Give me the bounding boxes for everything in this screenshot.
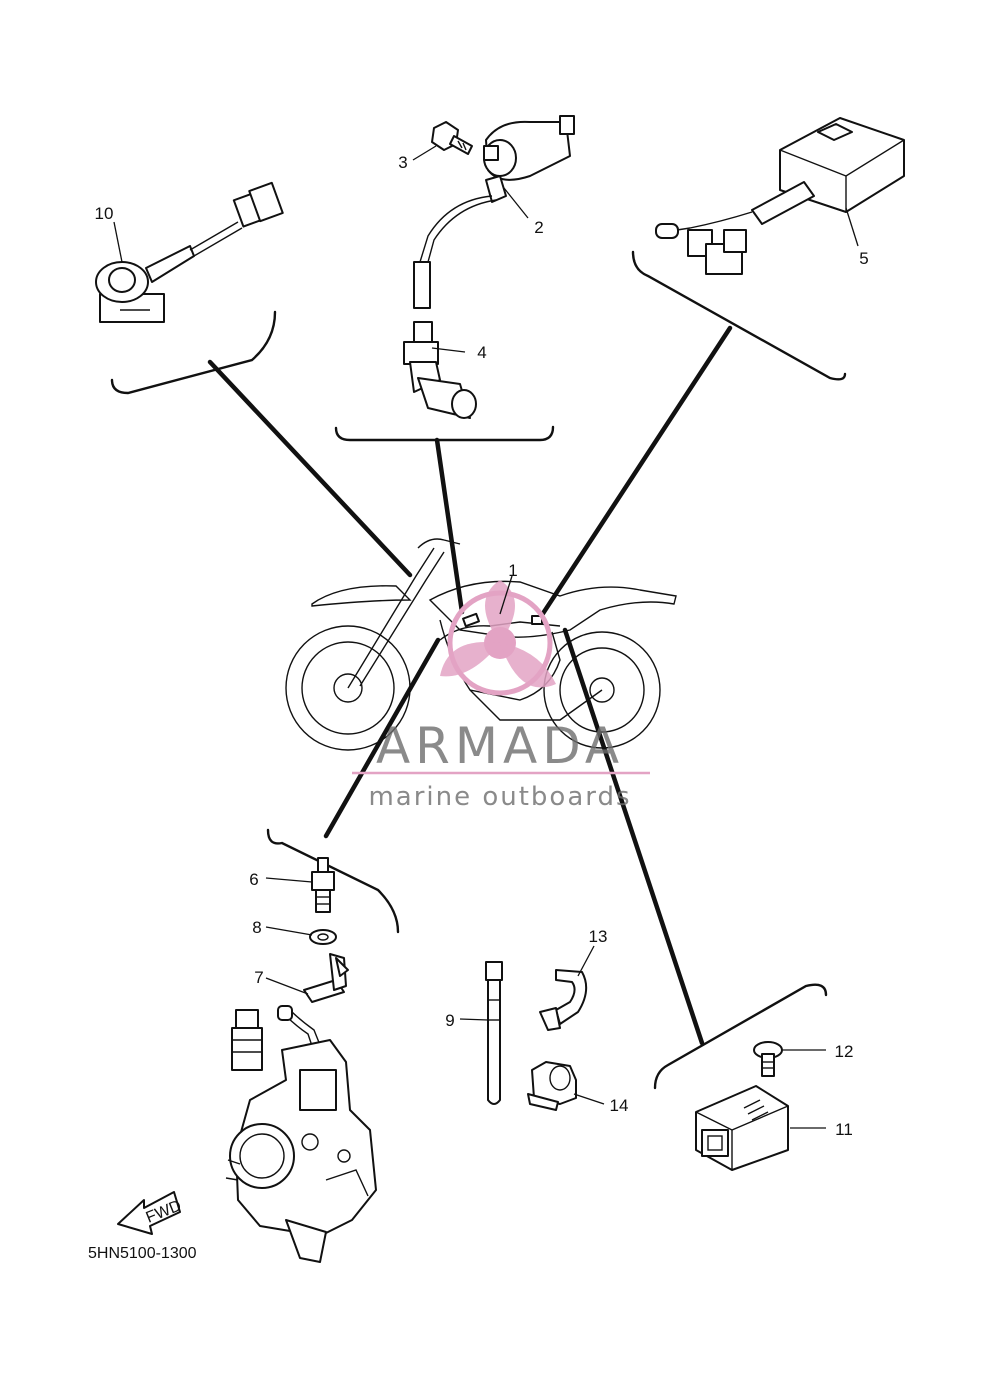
- plug-cap-4-drawing: [403, 321, 477, 419]
- nipple-6-drawing: [311, 857, 335, 913]
- callout-numbers: 1 2 3 4 5 6 7 8 9 10 11 12 13 14: [95, 153, 869, 1139]
- callout-11: 11: [835, 1120, 853, 1139]
- bolt-3-drawing: [431, 121, 473, 155]
- callout-5: 5: [859, 249, 868, 268]
- watermark-brand-text: ARMADA: [376, 717, 624, 775]
- bracket-rectifier: [653, 983, 828, 1090]
- tie-head: [485, 961, 503, 981]
- bracket-ignition: [334, 425, 555, 442]
- nipple-hex: [311, 871, 335, 891]
- holder-14-drawing: [527, 1061, 577, 1111]
- ignition-coil-2-drawing: [413, 115, 575, 309]
- callout-12: 12: [835, 1042, 854, 1061]
- callout-4: 4: [477, 343, 486, 362]
- bracket-sensor: [110, 310, 277, 395]
- leader-lines: [207, 325, 733, 1046]
- watermark-logo: [440, 580, 556, 696]
- callout-14: 14: [610, 1096, 629, 1115]
- callout-3: 3: [398, 153, 407, 172]
- callout-2: 2: [534, 218, 543, 237]
- leader-line-2: [434, 437, 465, 615]
- fwd-arrow-icon: [117, 1191, 181, 1235]
- callout-8: 8: [252, 918, 261, 937]
- rectifier-connector: [701, 1129, 729, 1157]
- carburetor-drawing: [225, 1005, 377, 1263]
- body-panels: [428, 580, 677, 638]
- rear-wheel: [543, 631, 661, 749]
- callout-13: 13: [589, 927, 608, 946]
- bracket-7-drawing: [303, 953, 349, 1003]
- bracket-carb: [266, 828, 400, 934]
- callout-10: 10: [95, 204, 114, 223]
- rectifier-11-drawing: [695, 1085, 789, 1171]
- fwd-arrow: FWD: [117, 1191, 184, 1235]
- carb-top-fitting: [235, 1009, 259, 1029]
- rectifier-body: [695, 1085, 789, 1171]
- cdi-unit-5-drawing: [655, 117, 905, 275]
- leader-line-carb: [323, 637, 441, 839]
- leader-line-5: [537, 325, 733, 621]
- leader-line-10: [207, 359, 413, 578]
- diagram-reference-code: 5HN5100-1300: [88, 1245, 197, 1262]
- bolt-12-drawing: [753, 1041, 783, 1077]
- carb-drain: [285, 1219, 327, 1263]
- clamp-body: [555, 969, 588, 1025]
- callout-7: 7: [254, 968, 263, 987]
- bracket-cdi: [631, 250, 847, 381]
- washer-8-drawing: [309, 929, 337, 945]
- leader-line-11: [562, 627, 705, 1046]
- callout-1: 1: [508, 561, 517, 580]
- cable-tie-9-drawing: [485, 961, 503, 1105]
- clamp-13-drawing: [539, 969, 588, 1031]
- watermark-tagline-text: marine outboards: [368, 782, 631, 812]
- sensor-10-drawing: [95, 181, 284, 323]
- front-wheel: [285, 625, 411, 751]
- callout-9: 9: [445, 1011, 454, 1030]
- cdi-body: [779, 117, 905, 213]
- callout-leaders: [113, 145, 859, 1129]
- group-brackets: [110, 250, 847, 1090]
- plug-lead: [413, 261, 431, 309]
- front-fender: [311, 585, 412, 607]
- callout-6: 6: [249, 870, 258, 889]
- tie-strap: [487, 979, 501, 1105]
